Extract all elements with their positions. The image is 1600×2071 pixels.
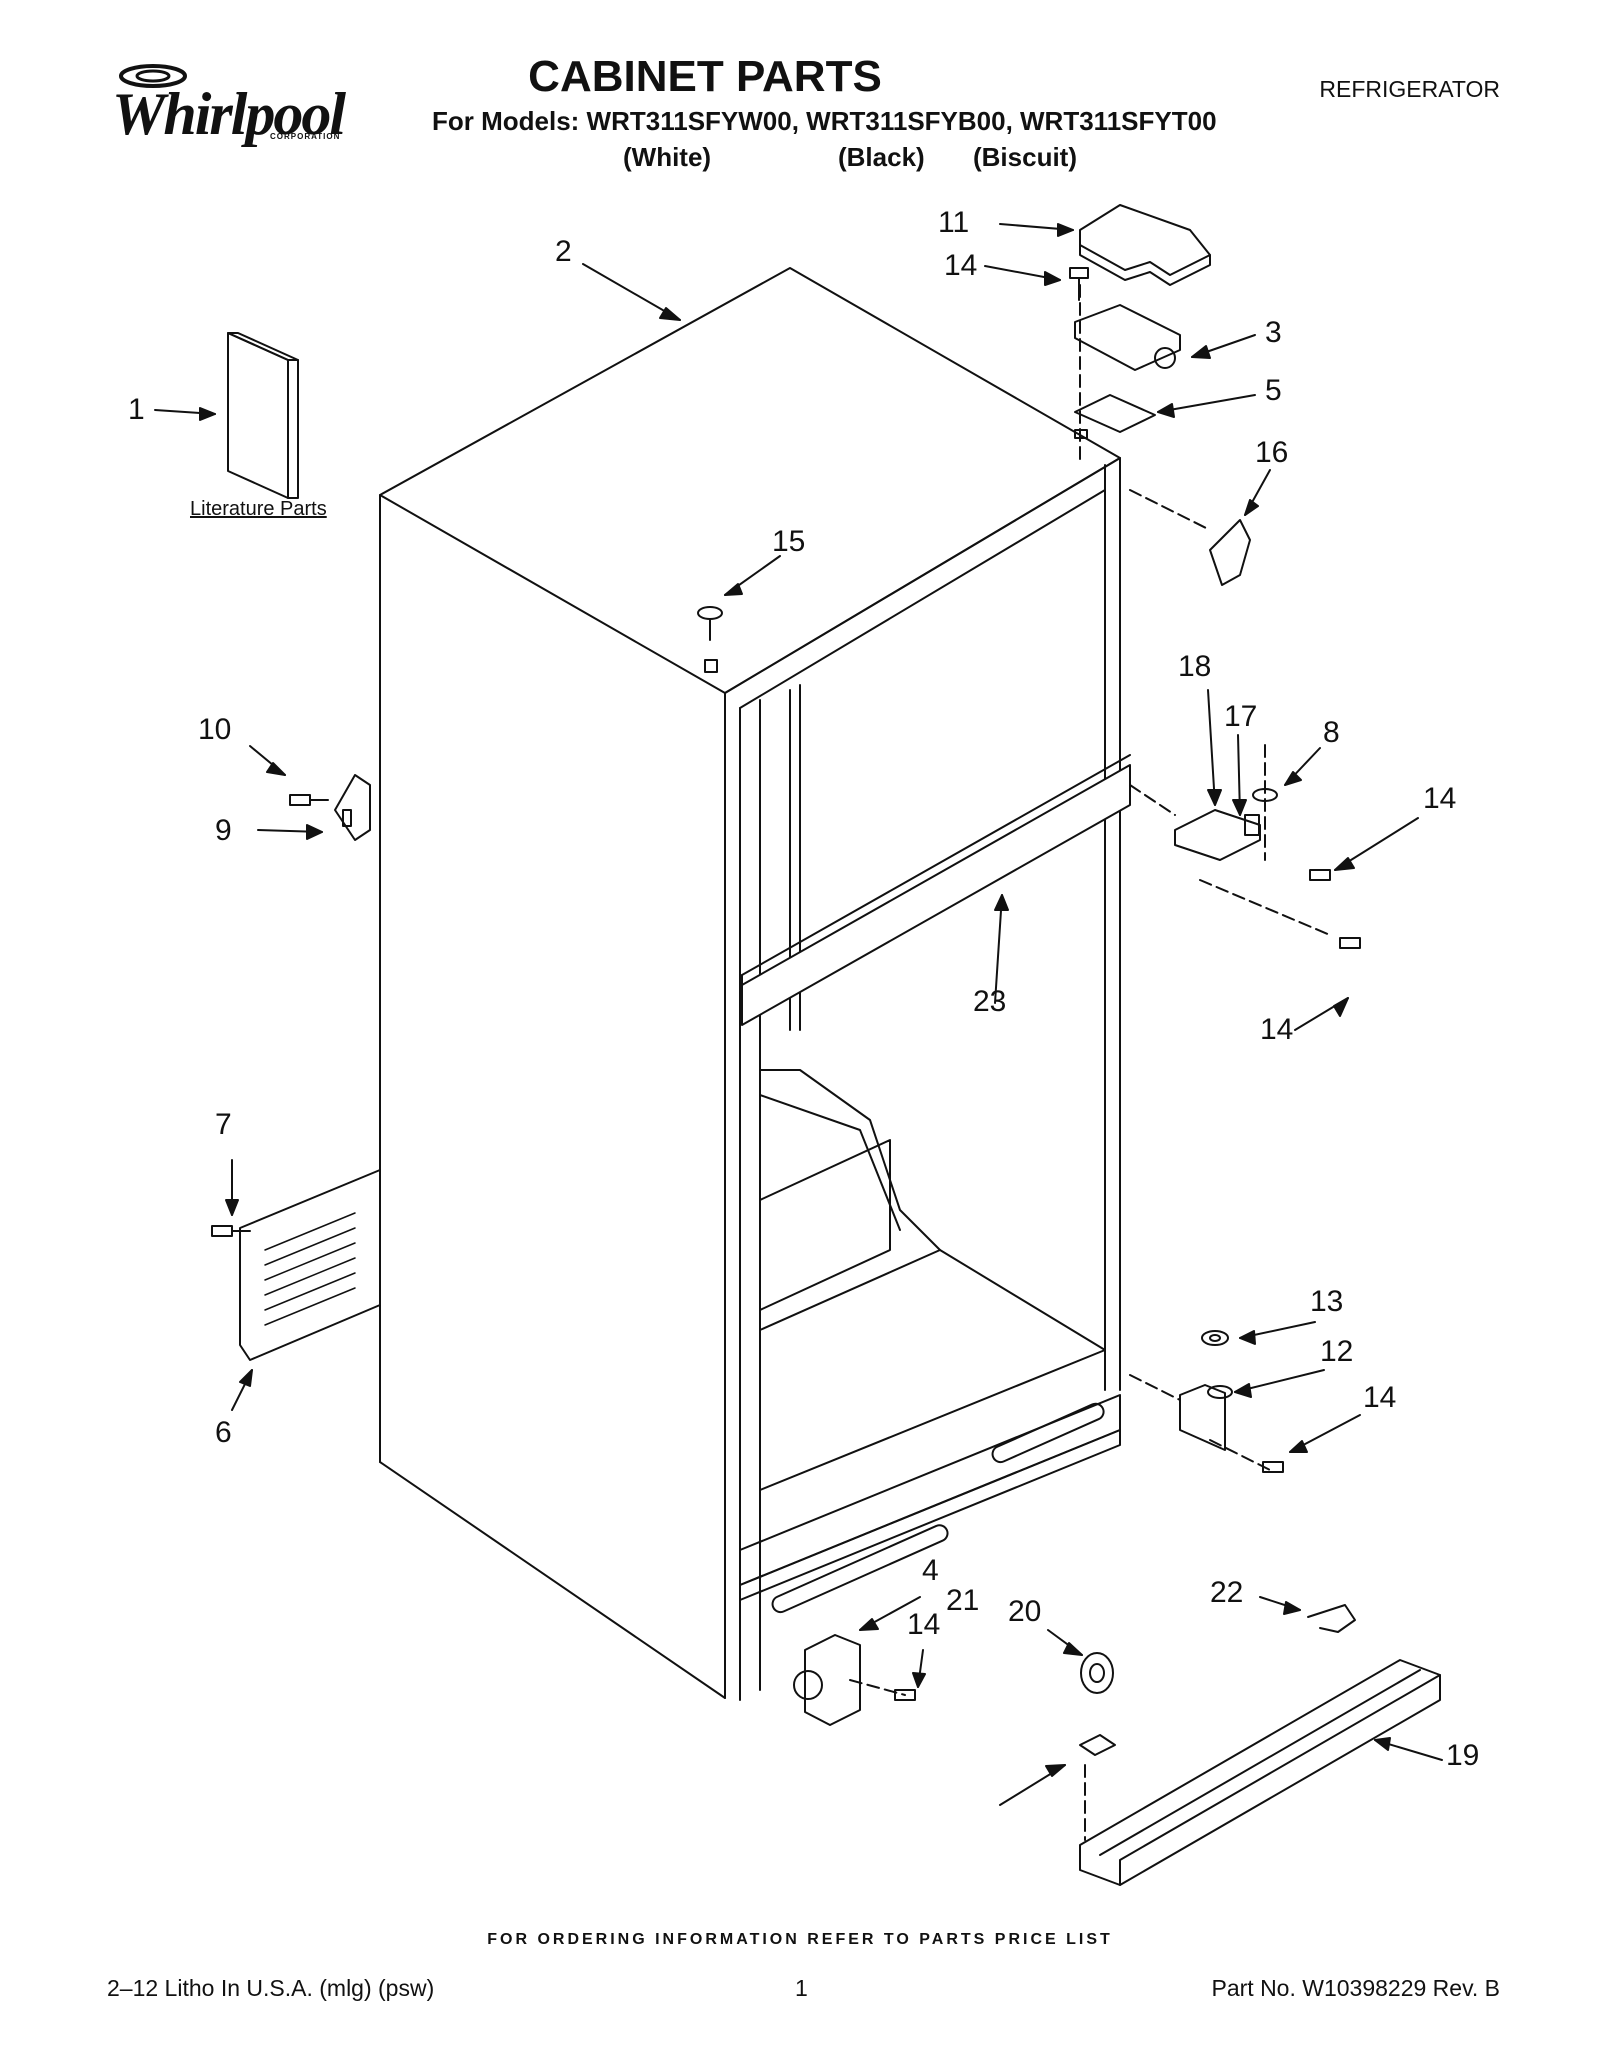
- rear-access-panel: [239, 1169, 381, 1361]
- roller-wheel: [1080, 1652, 1114, 1694]
- callout-22: 22: [1210, 1576, 1244, 1609]
- literature-parts-label: Literature Parts: [190, 498, 327, 520]
- base-grille: [1079, 1659, 1441, 1886]
- screw-plug: [697, 606, 723, 641]
- screw: [1262, 1461, 1284, 1473]
- part-number: Part No. W10398229 Rev. B: [1211, 1975, 1501, 2001]
- hinge-washer: [1201, 1330, 1229, 1346]
- finish-black: (Black): [838, 142, 925, 172]
- callout-9: 9: [215, 814, 232, 847]
- callout-4: 4: [922, 1554, 939, 1587]
- callout-5: 5: [1265, 374, 1282, 407]
- callout-17: 17: [1224, 700, 1258, 733]
- callout-23: 23: [973, 985, 1007, 1018]
- callout-3: 3: [1265, 316, 1282, 349]
- top-hinge: [1074, 304, 1181, 371]
- center-hinge: [1174, 809, 1261, 861]
- literature-booklet: [227, 332, 299, 499]
- callout-1: 1: [128, 393, 145, 426]
- screw: [289, 794, 329, 806]
- callout-14-center-upper: 14: [1423, 782, 1457, 815]
- whirlpool-logo: [108, 60, 358, 155]
- callout-14-top: 14: [944, 249, 978, 282]
- models-line: For Models: WRT311SFYW00, WRT311SFYB00, …: [432, 106, 1217, 136]
- callout-21: 21: [946, 1584, 980, 1617]
- brand-subtitle: CORPORATION: [270, 132, 341, 141]
- top-hinge-cover: [1079, 204, 1211, 286]
- callout-2: 2: [555, 235, 572, 268]
- leader-arrow: [199, 407, 216, 421]
- callout-20: 20: [1008, 1595, 1042, 1628]
- screw: [1309, 869, 1361, 949]
- callout-18: 18: [1178, 650, 1212, 683]
- litho-info: 2–12 Litho In U.S.A. (mlg) (psw): [107, 1975, 435, 2001]
- callout-19: 19: [1446, 1739, 1480, 1772]
- page-number: 1: [795, 1975, 808, 2001]
- finish-white: (White): [623, 142, 712, 172]
- whirlpool-swirl-icon: [119, 64, 187, 88]
- bottom-hinge: [1179, 1384, 1233, 1451]
- callout-16: 16: [1255, 436, 1289, 469]
- screw: [211, 1225, 251, 1237]
- hinge-shim: [1074, 394, 1156, 433]
- ordering-info: FOR ORDERING INFORMATION REFER TO PARTS …: [487, 1931, 1113, 1948]
- brand-name: Whirlpool: [112, 81, 346, 147]
- callout-13: 13: [1310, 1285, 1344, 1318]
- callout-8: 8: [1323, 716, 1340, 749]
- finish-biscuit: (Biscuit): [973, 142, 1077, 172]
- callout-12: 12: [1320, 1335, 1354, 1368]
- screw: [894, 1689, 916, 1701]
- callout-7: 7: [215, 1108, 232, 1141]
- callout-10: 10: [198, 713, 232, 746]
- screw: [1069, 267, 1089, 301]
- callout-6: 6: [215, 1416, 232, 1449]
- callout-11: 11: [938, 206, 970, 239]
- page-title: CABINET PARTS: [528, 52, 882, 101]
- grille-clip: [1307, 1604, 1356, 1633]
- center-rail: [741, 754, 1131, 1026]
- callout-14-bottom-hinge: 14: [1363, 1381, 1397, 1414]
- door-stop-bracket: [334, 774, 371, 841]
- leveling-bracket: [793, 1634, 861, 1726]
- callout-15: 15: [772, 525, 806, 558]
- hinge-pin-cover: [1209, 519, 1251, 586]
- appliance-type: REFRIGERATOR: [1319, 76, 1500, 102]
- callout-14-center-lower: 14: [1260, 1013, 1294, 1046]
- callout-14-leveling: 14: [907, 1608, 941, 1641]
- grille-tab: [1079, 1734, 1116, 1756]
